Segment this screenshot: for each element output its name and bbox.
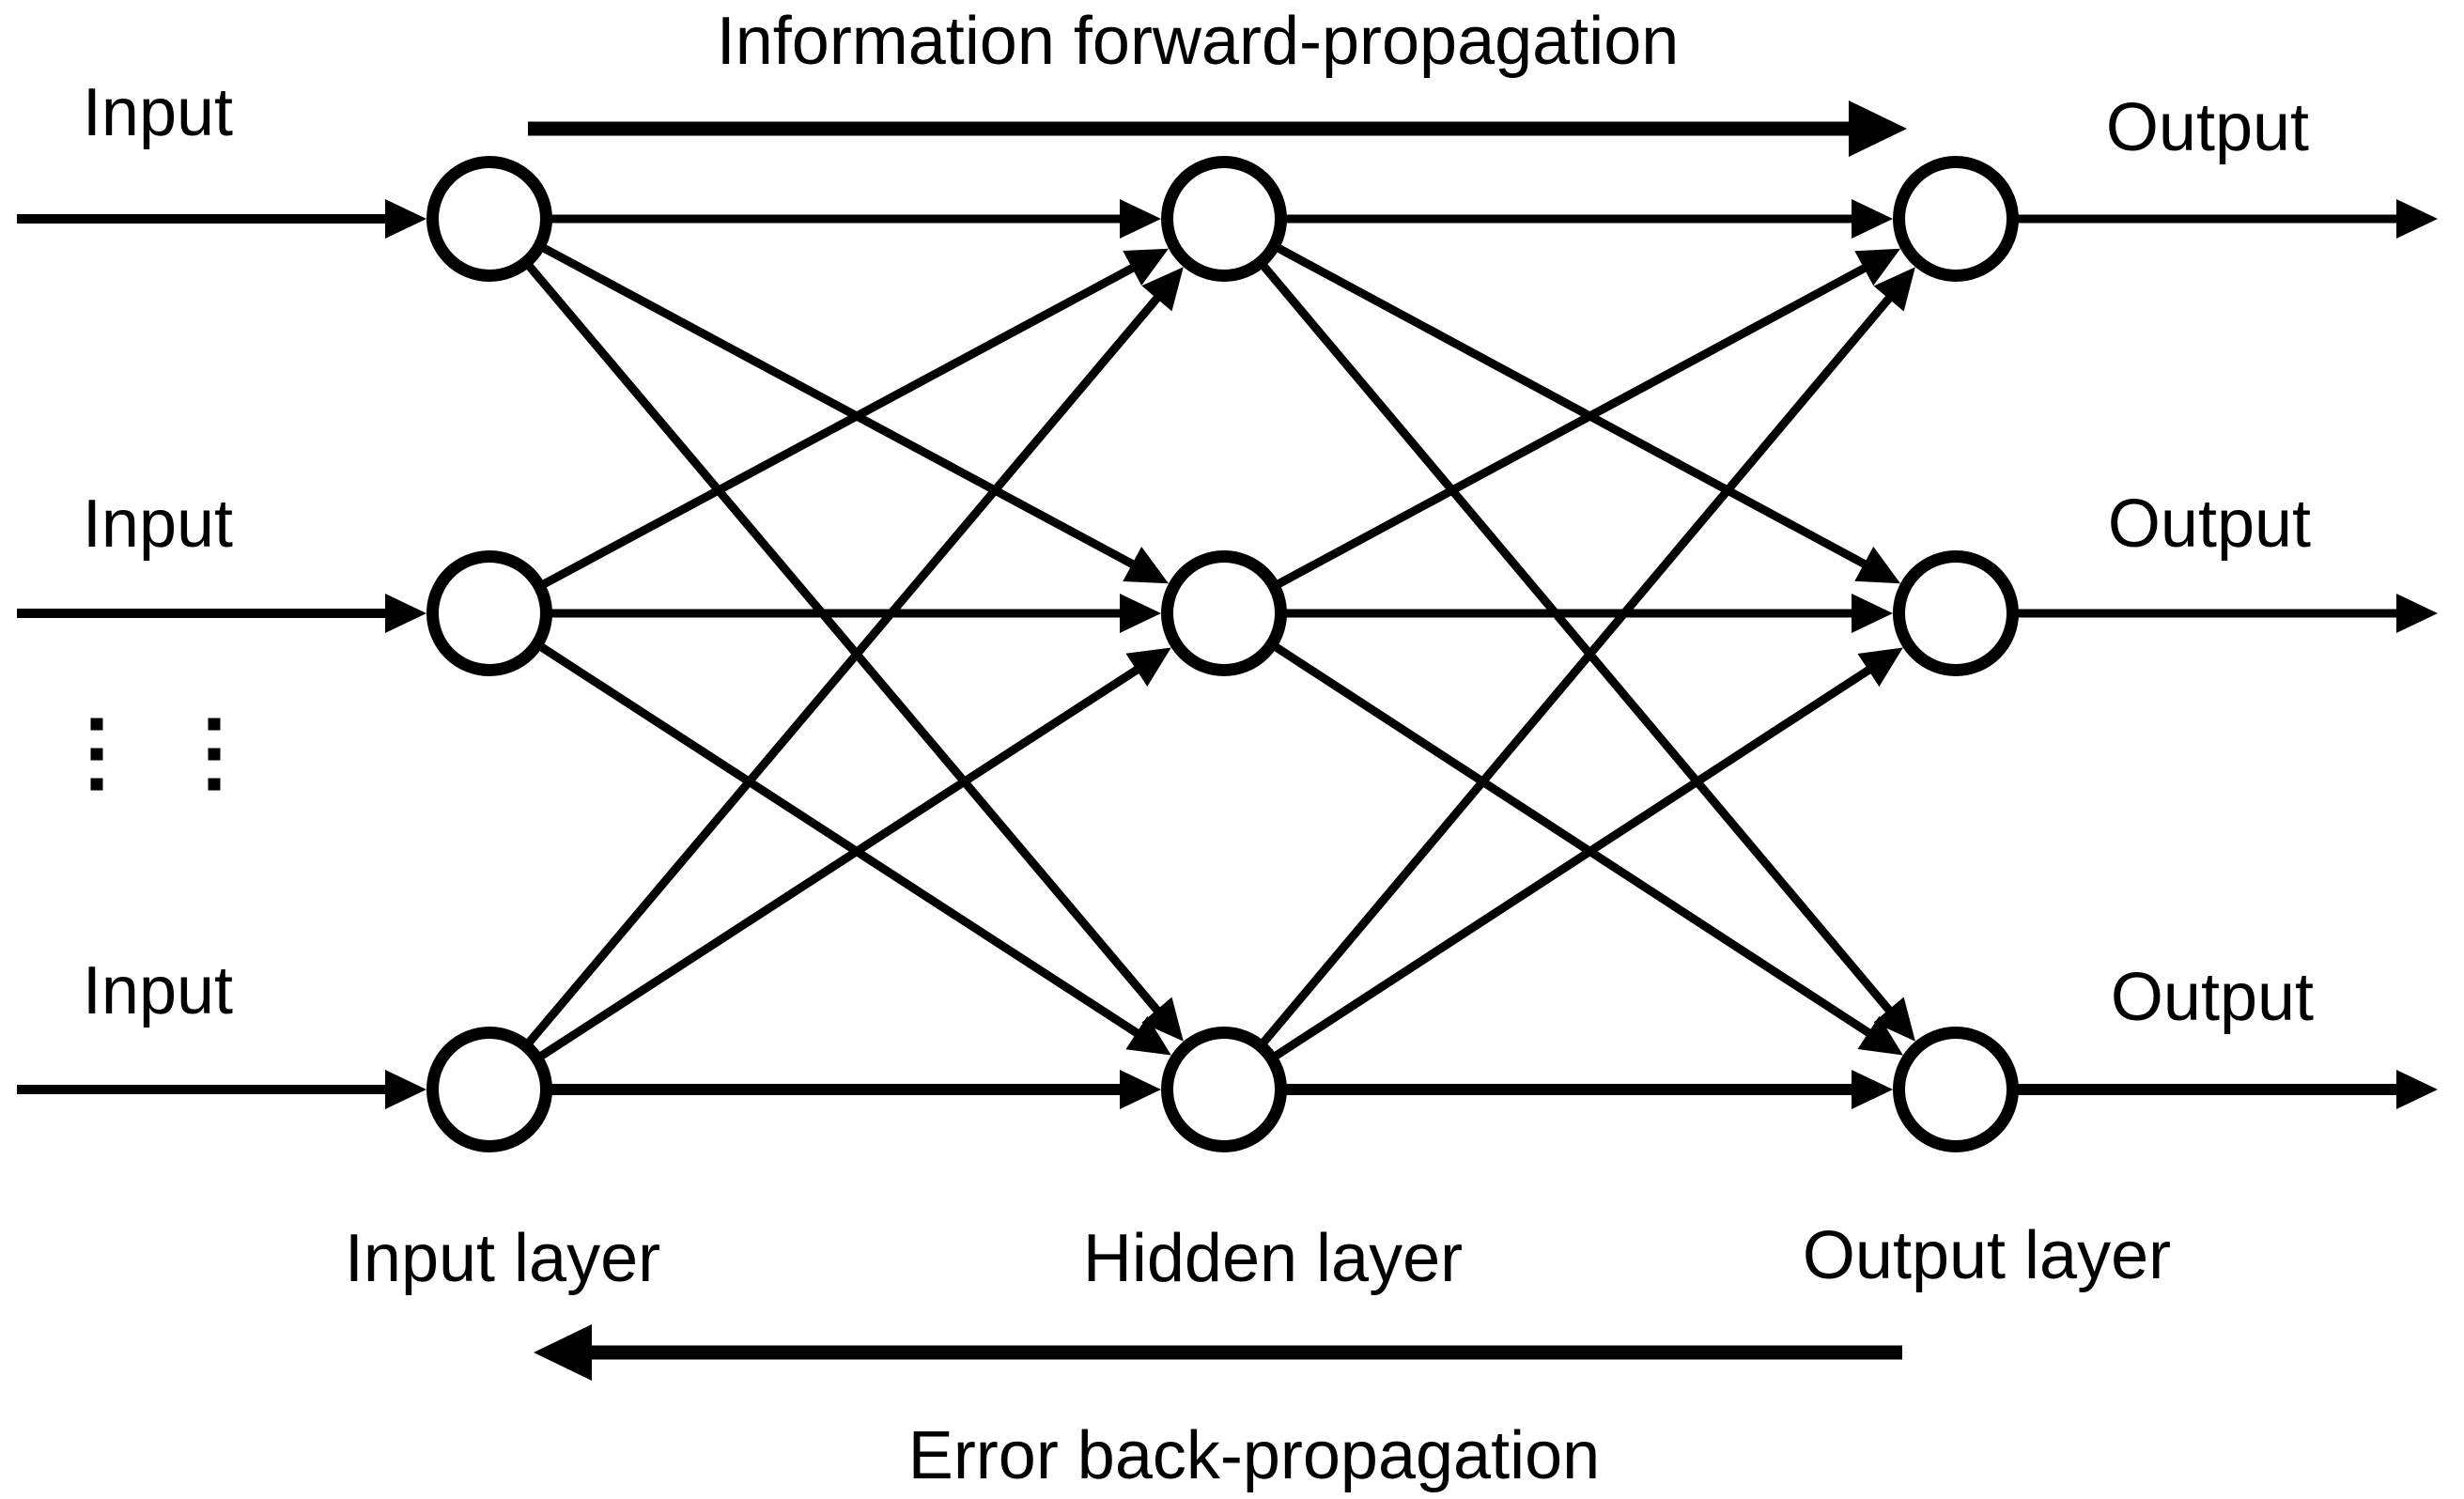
output-arrow-2-head bbox=[2396, 594, 2438, 633]
edge-input3-hidden2 bbox=[537, 659, 1150, 1060]
edge-hidden2-output3-arrowhead bbox=[1857, 1015, 1903, 1056]
ellipsis-dot-col1-1 bbox=[90, 718, 103, 731]
edge-input1-hidden3-arrowhead bbox=[1141, 997, 1184, 1042]
ellipsis-dot-col1-2 bbox=[90, 748, 103, 761]
edge-hidden3-output1-arrowhead bbox=[1873, 267, 1915, 312]
input-arrow-1-head bbox=[385, 199, 426, 239]
edge-hidden3-output2-arrowhead bbox=[1857, 647, 1903, 688]
node-input-1 bbox=[426, 156, 552, 282]
edge-hidden1-output1-arrowhead bbox=[1852, 199, 1893, 239]
label-output-3: Output bbox=[2111, 960, 2314, 1035]
edge-hidden2-output1 bbox=[1275, 258, 1878, 589]
ellipsis-dot-col2-1 bbox=[208, 718, 221, 731]
label-input-layer: Input layer bbox=[345, 1221, 660, 1296]
edge-hidden1-output3-arrowhead bbox=[1873, 997, 1915, 1042]
input-arrow-2-head bbox=[385, 594, 426, 633]
ellipsis-dot-col2-3 bbox=[208, 778, 221, 791]
edge-input1-hidden2-arrowhead bbox=[1123, 546, 1169, 584]
forward-propagation-arrowhead bbox=[1849, 100, 1907, 157]
label-input-3: Input bbox=[83, 953, 233, 1028]
edge-input2-hidden2-arrowhead bbox=[1120, 594, 1161, 633]
label-hidden-layer: Hidden layer bbox=[1083, 1221, 1463, 1296]
ellipsis-dot-col2-2 bbox=[208, 748, 221, 761]
edge-input3-hidden3-arrowhead bbox=[1120, 1070, 1161, 1109]
edge-input3-hidden1-arrowhead bbox=[1141, 267, 1184, 312]
edge-input3-hidden1 bbox=[524, 286, 1169, 1046]
edge-input2-hidden3-arrowhead bbox=[1125, 1015, 1171, 1056]
edge-hidden1-output2-arrowhead bbox=[1854, 546, 1901, 584]
label-input-1: Input bbox=[83, 75, 233, 150]
edge-hidden3-output3-arrowhead bbox=[1852, 1070, 1893, 1109]
node-hidden-1 bbox=[1161, 156, 1287, 282]
output-arrow-1-head bbox=[2396, 199, 2438, 239]
node-hidden-3 bbox=[1161, 1027, 1287, 1152]
edge-input1-hidden2 bbox=[540, 243, 1145, 574]
output-arrow-3-head bbox=[2396, 1070, 2438, 1109]
ellipsis-dot-col1-3 bbox=[90, 778, 103, 791]
label-output-2: Output bbox=[2108, 487, 2311, 562]
edge-input1-hidden3 bbox=[524, 262, 1169, 1023]
edge-hidden2-output2-arrowhead bbox=[1852, 594, 1893, 633]
edge-input2-hidden3 bbox=[537, 642, 1150, 1043]
edge-hidden1-output2 bbox=[1275, 243, 1878, 574]
node-hidden-2 bbox=[1161, 550, 1287, 676]
label-output-1: Output bbox=[2106, 90, 2309, 165]
node-output-2 bbox=[1893, 550, 2019, 676]
node-input-2 bbox=[426, 550, 552, 676]
label-input-2: Input bbox=[83, 487, 233, 562]
back-propagation-arrowhead bbox=[534, 1324, 592, 1381]
node-output-3 bbox=[1893, 1027, 2019, 1152]
edge-input1-hidden1-arrowhead bbox=[1120, 199, 1161, 239]
edge-hidden3-output1 bbox=[1259, 286, 1900, 1046]
node-output-1 bbox=[1893, 156, 2019, 282]
edge-input2-hidden1 bbox=[540, 258, 1145, 589]
edge-hidden3-output2 bbox=[1272, 659, 1882, 1060]
back-propagation-label: Error back-propagation bbox=[908, 1418, 1600, 1493]
forward-propagation-label: Information forward-propagation bbox=[717, 4, 1680, 79]
input-arrow-3-head bbox=[385, 1070, 426, 1109]
edge-hidden1-output3 bbox=[1259, 262, 1900, 1023]
edge-input3-hidden2-arrowhead bbox=[1125, 647, 1171, 688]
edge-input2-hidden1-arrowhead bbox=[1123, 248, 1169, 286]
label-output-layer: Output layer bbox=[1803, 1218, 2171, 1293]
edge-hidden2-output3 bbox=[1272, 642, 1882, 1043]
edge-hidden2-output1-arrowhead bbox=[1854, 248, 1901, 286]
node-input-3 bbox=[426, 1027, 552, 1152]
